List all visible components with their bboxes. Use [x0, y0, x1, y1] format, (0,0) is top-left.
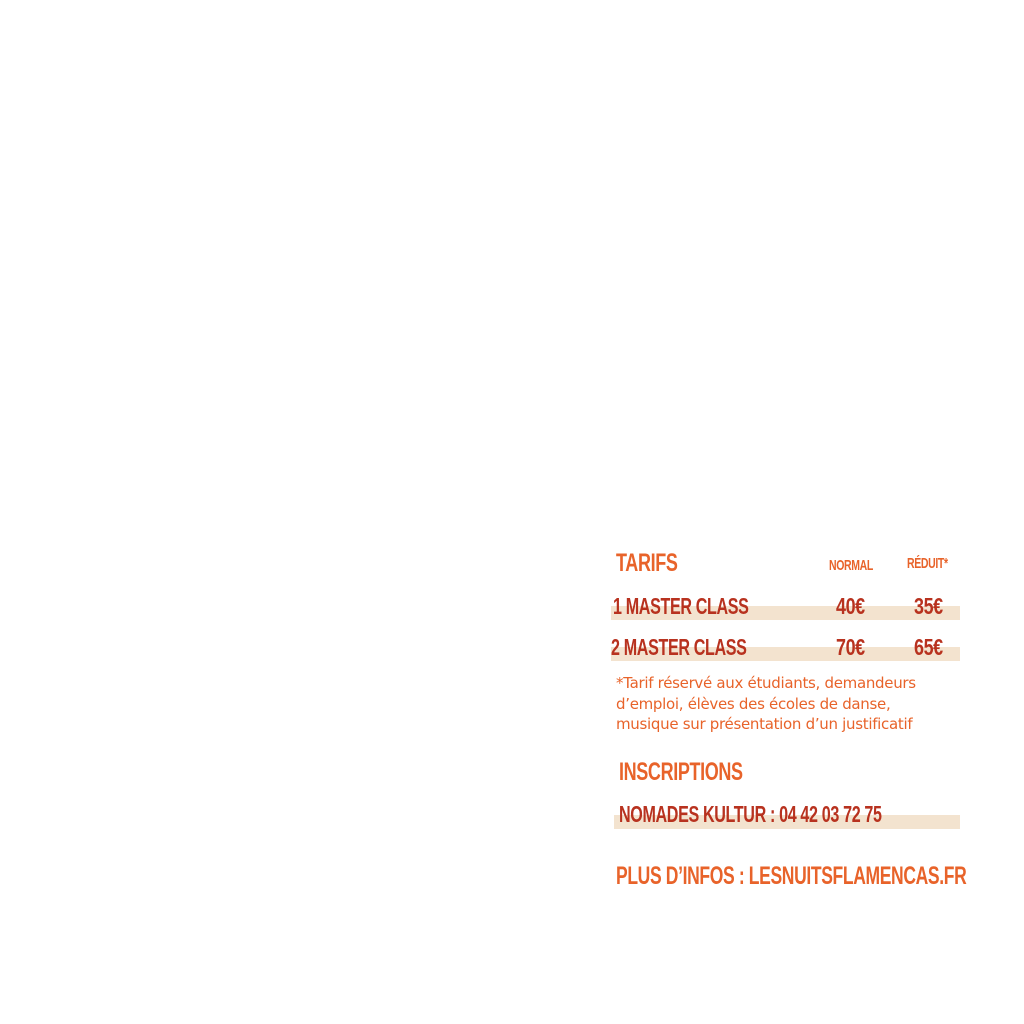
price-normal-2-wrap: 70€	[836, 634, 873, 661]
price-reduit-2-wrap: 65€	[914, 634, 951, 661]
tarifs-title-wrap: TARIFS	[616, 549, 701, 578]
footnote-line: d’emploi, élèves des écoles de danse,	[616, 694, 891, 713]
row-highlight-band	[611, 647, 960, 661]
inscriptions-title-wrap: INSCRIPTIONS	[619, 758, 791, 787]
price-row-1: 1 MASTER CLASS	[613, 593, 807, 620]
footnote-line: musique sur présentation d’un justificat…	[616, 715, 913, 733]
infos-wrap: PLUS D’INFOS : LESNUITSFLAMENCAS.FR	[616, 862, 1024, 891]
price-normal-1-wrap: 40€	[836, 593, 873, 620]
row-highlight-band	[611, 606, 960, 620]
more-info-link[interactable]: PLUS D’INFOS : LESNUITSFLAMENCAS.FR	[616, 862, 967, 890]
inscriptions-contact: NOMADES KULTUR : 04 42 03 72 75	[619, 801, 882, 827]
price-reduit: 65€	[914, 634, 943, 660]
col-normal-wrap: NORMAL	[829, 557, 892, 575]
footnote-line: *Tarif réservé aux étudiants, demandeurs	[616, 674, 916, 692]
price-row-label: 1 MASTER CLASS	[613, 593, 749, 619]
tarifs-title: TARIFS	[616, 549, 678, 577]
price-normal: 70€	[836, 634, 865, 660]
tarif-footnote: *Tarif réservé aux étudiants, demandeurs…	[616, 673, 961, 735]
inscriptions-title: INSCRIPTIONS	[619, 758, 743, 786]
column-header-normal: NORMAL	[829, 557, 873, 574]
col-reduit-wrap: RÉDUIT*	[907, 555, 965, 573]
price-row-label: 2 MASTER CLASS	[611, 634, 747, 660]
price-row-2: 2 MASTER CLASS	[611, 634, 805, 661]
column-header-reduit: RÉDUIT*	[907, 555, 948, 572]
price-normal: 40€	[836, 593, 865, 619]
row-highlight-band	[614, 815, 960, 829]
inscriptions-contact-wrap: NOMADES KULTUR : 04 42 03 72 75	[619, 801, 994, 828]
price-reduit: 35€	[914, 593, 943, 619]
price-reduit-1-wrap: 35€	[914, 593, 951, 620]
